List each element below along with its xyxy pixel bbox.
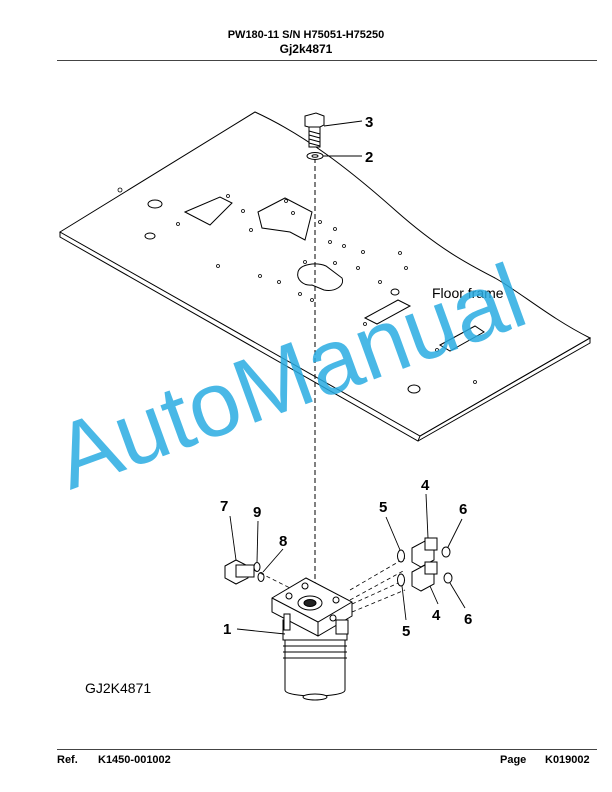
callout-9: 9 xyxy=(253,504,261,521)
callout-8: 8 xyxy=(279,533,287,550)
callout-5-upper: 5 xyxy=(379,499,387,516)
footer-ref-value: K1450-001002 xyxy=(98,754,171,766)
assembly-dashed-lines xyxy=(253,557,406,613)
callout-4-lower: 4 xyxy=(432,607,441,624)
callout-2: 2 xyxy=(365,149,373,166)
callout-5-lower: 5 xyxy=(402,623,410,640)
callout-6-lower: 6 xyxy=(464,611,472,628)
callout-numbers: 3 2 7 9 8 5 4 6 1 4 5 6 xyxy=(220,114,472,640)
left-fitting xyxy=(224,559,265,585)
floor-frame-label: Floor frame xyxy=(432,285,504,301)
floor-frame-holes xyxy=(117,187,477,384)
header-code: Gj2k4871 xyxy=(279,42,333,56)
floor-frame-plate xyxy=(59,111,592,442)
bolt-part xyxy=(304,112,325,148)
callout-7: 7 xyxy=(220,498,228,515)
right-fittings xyxy=(397,537,453,592)
callout-3: 3 xyxy=(365,114,373,131)
washer-part xyxy=(306,152,324,160)
callout-1: 1 xyxy=(223,621,231,638)
footer-page-label: Page xyxy=(500,754,527,766)
callout-leaders xyxy=(229,120,466,635)
filter-assembly xyxy=(271,577,353,701)
footer-ref-label: Ref. xyxy=(57,754,78,766)
header-rule xyxy=(57,60,597,61)
figure-id-label: GJ2K4871 xyxy=(85,680,152,696)
footer-rule xyxy=(57,749,597,750)
callout-4-upper: 4 xyxy=(421,477,430,494)
header-model: PW180-11 S/N H75051-H75250 xyxy=(227,29,385,41)
footer-page-value: K019002 xyxy=(545,754,590,766)
callout-6-upper: 6 xyxy=(459,501,467,518)
